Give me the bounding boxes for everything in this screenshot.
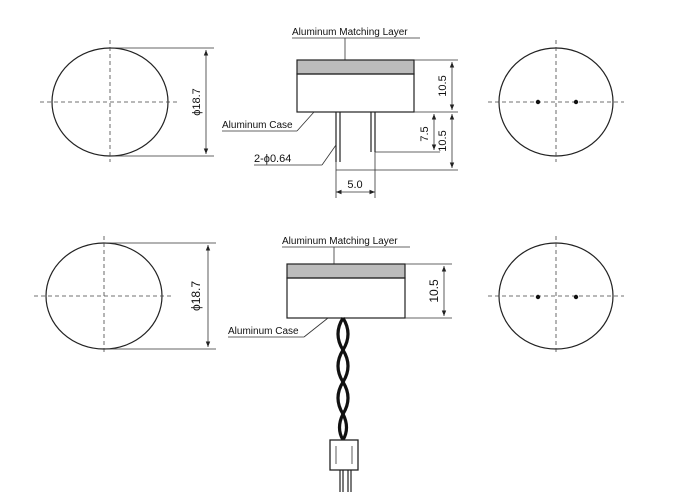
- top-left-front-view: ϕ18.7: [40, 40, 214, 162]
- bottom-pin-dot-2: [573, 294, 579, 300]
- bottom-row: ϕ18.7 Aluminum Matching Layer Aluminum C…: [34, 236, 624, 492]
- top-right-back-view: [488, 40, 624, 162]
- top-case-label: Aluminum Case: [222, 120, 293, 131]
- top-matching-layer-label: Aluminum Matching Layer: [292, 27, 408, 38]
- bottom-side-view: Aluminum Matching Layer Aluminum Case: [228, 236, 452, 492]
- cable-connector: [329, 439, 359, 471]
- bottom-right-back-view: [488, 236, 624, 354]
- bottom-matching-layer: [286, 263, 406, 279]
- top-pin-dot-2: [573, 99, 579, 105]
- top-pin-offset-label: 7.5: [419, 126, 431, 141]
- top-height-label: 10.5: [437, 75, 449, 96]
- top-pin-spacing-label: 5.0: [347, 179, 362, 191]
- cable-wire-2: [336, 317, 350, 441]
- top-side-view: Aluminum Matching Layer Aluminum Case 2-…: [222, 27, 458, 198]
- top-case-body: [296, 73, 415, 113]
- bottom-case-label: Aluminum Case: [228, 326, 299, 337]
- bottom-pin-dot-1: [535, 294, 541, 300]
- top-matching-layer: [296, 59, 415, 75]
- bottom-diameter-label: ϕ18.7: [189, 281, 203, 311]
- top-pin-length-label: 10.5: [437, 130, 449, 151]
- bottom-case-body: [286, 277, 406, 319]
- bottom-matching-layer-label: Aluminum Matching Layer: [282, 236, 398, 247]
- top-row: ϕ18.7 Aluminum Matching Layer Aluminum C…: [40, 27, 624, 198]
- top-pin-dot-1: [535, 99, 541, 105]
- bottom-height-label: 10.5: [427, 279, 441, 303]
- bottom-left-front-view: ϕ18.7: [34, 236, 216, 354]
- top-diameter-label: ϕ18.7: [191, 88, 203, 116]
- top-pins-note: 2-ϕ0.64: [254, 153, 291, 165]
